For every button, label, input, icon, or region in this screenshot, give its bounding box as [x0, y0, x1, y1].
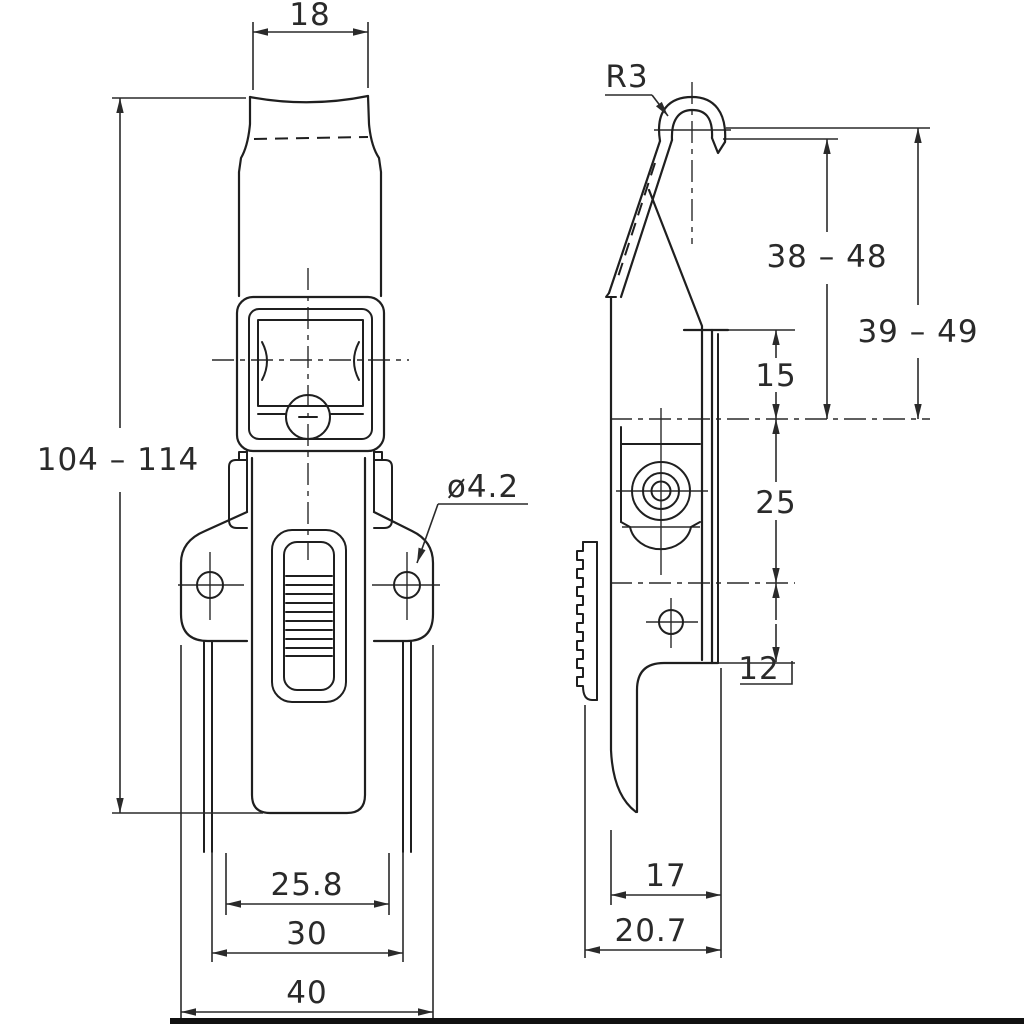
side-lever	[605, 138, 704, 814]
dim-hole-pitch: 25	[755, 419, 796, 583]
sheet-border-bottom	[170, 1018, 1024, 1024]
side-rivet-outer	[631, 461, 691, 521]
dim-body-width: 30	[211, 852, 404, 962]
dim-label-body-width: 30	[286, 916, 327, 952]
dim-label-hook-radius: R3	[605, 59, 648, 95]
side-rivet-inner	[650, 480, 672, 502]
dim-lower-offset: 12	[738, 583, 793, 687]
dim-label-plate-top-offset: 15	[755, 358, 796, 394]
dim-hook-height-b: 39 – 49	[857, 128, 978, 419]
dim-hook-height-a: 38 – 48	[766, 139, 887, 419]
dim-label-hole-diameter: ø4.2	[447, 469, 519, 505]
front-mounting-plate	[179, 510, 435, 853]
dim-slot-width: 25.8	[225, 853, 390, 915]
front-strap-lower	[250, 456, 367, 815]
front-strap-top	[237, 94, 383, 298]
front-adjust-screw	[285, 394, 331, 440]
dim-label-inner-depth: 17	[645, 858, 686, 894]
front-body-mid	[228, 450, 393, 529]
side-rivet-mid	[642, 472, 680, 510]
front-slot-outer	[271, 529, 347, 703]
dim-label-lower-offset: 12	[738, 651, 779, 687]
dim-top-width: 18	[252, 0, 369, 90]
front-bend-line	[253, 136, 369, 140]
dim-overall-depth: 20.7	[584, 705, 721, 958]
front-mounting-hole-left	[196, 571, 224, 599]
dim-label-slot-width: 25.8	[270, 867, 343, 903]
front-rack-ribs	[285, 575, 333, 657]
dim-label-overall-height: 104 – 114	[37, 442, 200, 478]
dim-hole-diameter: ø4.2	[416, 469, 528, 564]
side-rack-strip	[576, 541, 598, 701]
dim-plate-top-offset: 15	[755, 330, 796, 419]
side-bend-line	[617, 162, 656, 278]
front-slot-inner	[283, 541, 335, 691]
side-pivot	[620, 426, 701, 635]
side-hook	[657, 95, 727, 155]
dim-label-overall-depth: 20.7	[614, 913, 687, 949]
side-plate	[635, 328, 730, 814]
dim-inner-depth: 17	[610, 668, 722, 958]
front-centerlines	[178, 268, 440, 620]
dim-label-top-width: 18	[289, 0, 330, 33]
front-frame	[235, 295, 386, 453]
dim-overall-height: 104 – 114	[37, 97, 263, 814]
dim-label-hole-pitch: 25	[755, 485, 796, 521]
side-lower-hole	[658, 609, 684, 635]
dim-base-width: 40	[180, 645, 434, 1020]
dim-label-hook-height-a: 38 – 48	[766, 239, 887, 275]
front-view: 18 104 – 114 ø4.2 25.8 30	[37, 0, 528, 1020]
dim-label-base-width: 40	[286, 975, 327, 1011]
dim-hook-radius: R3	[605, 59, 669, 117]
front-mounting-hole-right	[393, 571, 421, 599]
dim-label-hook-height-b: 39 – 49	[857, 314, 978, 350]
side-view: R3 38 – 48 39 – 49 15 25	[576, 59, 978, 958]
